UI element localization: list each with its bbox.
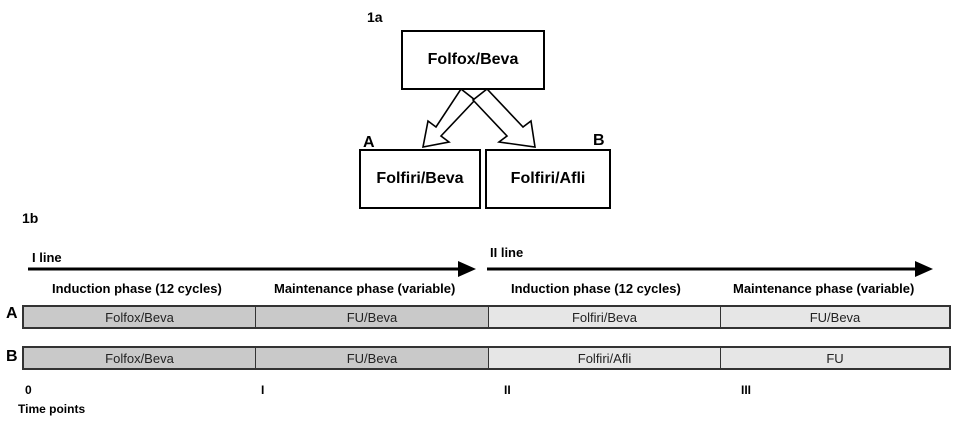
row-b-segment-2: FU/Beva — [256, 348, 489, 368]
time-axis-label: Time points — [18, 402, 86, 416]
row-b-segment-1: Folfox/Beva — [24, 348, 256, 368]
arm-b-letter: B — [593, 132, 605, 149]
phase-label-3: Induction phase (12 cycles) — [511, 281, 681, 296]
row-a-timeline: Folfox/Beva FU/Beva Folfiri/Beva FU/Beva — [22, 305, 951, 329]
phase-label-2: Maintenance phase (variable) — [274, 281, 456, 296]
time-point-3: III — [741, 383, 752, 397]
figure-1b-label: 1b — [22, 210, 39, 226]
time-point-2: II — [504, 383, 511, 397]
row-b-segment-3: Folfiri/Afli — [489, 348, 721, 368]
figure-1a-label: 1a — [367, 9, 383, 25]
row-a-segment-1: Folfox/Beva — [24, 307, 256, 327]
row-a-segment-3: Folfiri/Beva — [489, 307, 721, 327]
line2-arrowhead — [915, 261, 933, 277]
line1-label: I line — [32, 250, 62, 265]
phase-label-1: Induction phase (12 cycles) — [52, 281, 222, 296]
row-b-label: B — [6, 348, 18, 365]
row-a-segment-4: FU/Beva — [721, 307, 949, 327]
time-point-0: 0 — [25, 383, 32, 397]
arm-a-folfiri-beva-box: Folfiri/Beva — [359, 149, 481, 209]
row-a-segment-2: FU/Beva — [256, 307, 489, 327]
arm-a-letter: A — [363, 134, 375, 151]
line2-label: II line — [490, 245, 524, 260]
row-b-segment-4: FU — [721, 348, 949, 368]
row-b-timeline: Folfox/Beva FU/Beva Folfiri/Afli FU — [22, 346, 951, 370]
phase-label-4: Maintenance phase (variable) — [733, 281, 915, 296]
arrow-to-arm-b — [471, 87, 536, 148]
line1-arrowhead — [458, 261, 476, 277]
folfox-beva-box: Folfox/Beva — [401, 30, 545, 90]
arm-b-folfiri-afli-box: Folfiri/Afli — [485, 149, 611, 209]
row-a-label: A — [6, 305, 18, 322]
time-point-1: I — [261, 383, 265, 397]
arrow-to-arm-a — [421, 87, 477, 149]
